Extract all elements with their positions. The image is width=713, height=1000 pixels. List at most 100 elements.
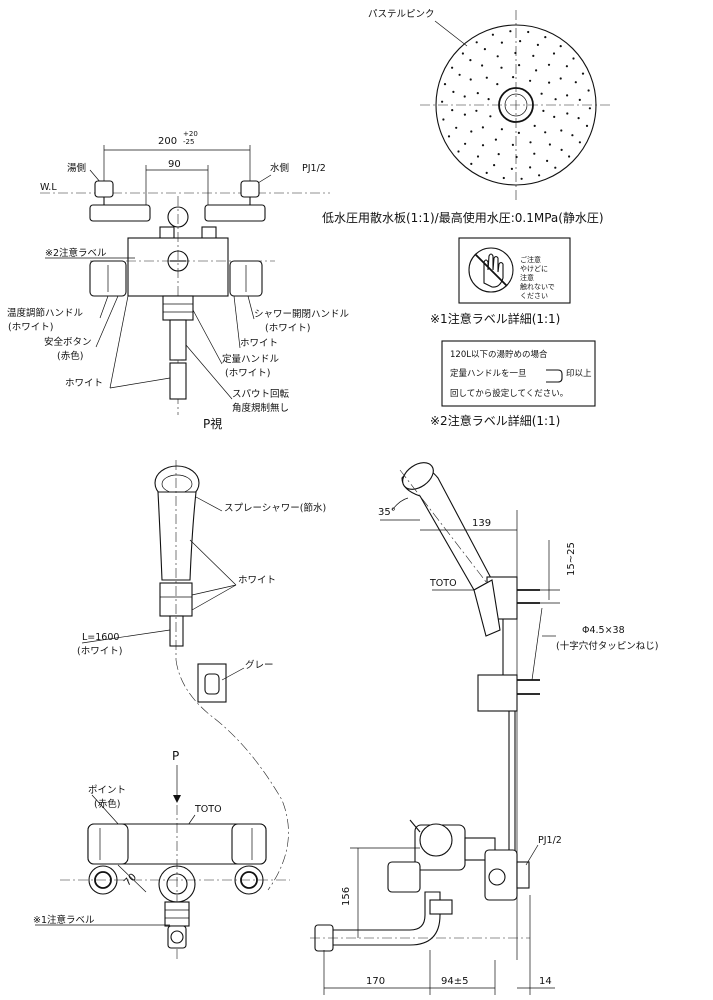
spray-hole [578, 141, 582, 144]
front-spout-base [164, 901, 190, 927]
svg-text:+20: +20 [183, 130, 198, 138]
front-temp-handle [87, 823, 129, 865]
spray-hole [489, 115, 492, 118]
hose-path [175, 659, 289, 891]
side-view: 35° 139 15~25 TOTO Φ4.5×38 (十字穴付タッピンねじ) [310, 462, 658, 995]
spray-plate-caption: 低水圧用散水板(1:1)/最高使用水圧:0.1MPa(静水圧) [322, 210, 604, 225]
spray-hole [568, 155, 571, 158]
white-label: ホワイト [65, 378, 103, 389]
spray-hole [500, 66, 503, 69]
spray-hole [469, 59, 472, 62]
spray-hole [533, 152, 536, 155]
spray-hole [452, 90, 455, 93]
spray-hole [566, 94, 569, 97]
pj-label: PJ1/2 [302, 163, 326, 174]
spray-hole [527, 30, 530, 34]
hot-side-label: 湯側 [67, 162, 86, 174]
spray-hole [511, 76, 515, 79]
dimension-156: 156 [341, 887, 352, 906]
hose-length-label: L=1600 [82, 632, 119, 643]
toto-logo-label: TOTO [429, 578, 457, 589]
grey-holder [197, 663, 227, 703]
cold-elbow-arm [204, 204, 266, 222]
label-1-marker: ※1注意ラベル [33, 914, 95, 926]
spray-hole [552, 52, 556, 55]
spray-hole [554, 166, 557, 169]
spray-hole [581, 72, 585, 75]
dimension-139: 139 [472, 518, 491, 529]
spray-hole [548, 143, 552, 146]
no-touch-icon [468, 247, 514, 293]
spray-hole [536, 43, 540, 47]
angle-35: 35° [378, 507, 396, 518]
spray-hole [572, 57, 575, 60]
spray-hole [487, 98, 490, 101]
spray-hole [458, 73, 461, 76]
point-sublabel: (赤色) [94, 798, 120, 810]
dimension-200: 200 [158, 136, 177, 147]
angle-arc [391, 497, 409, 511]
spray-hole [540, 92, 543, 95]
temperature-handle-label: 温度調節ハンドル [7, 307, 84, 319]
spray-hole [470, 162, 473, 165]
label-2-marker: ※2注意ラベル [45, 247, 107, 259]
spray-hole [529, 166, 532, 169]
spray-hole [441, 100, 444, 103]
spray-hole [559, 45, 562, 48]
screw-spec-label: Φ4.5×38 [582, 625, 625, 636]
label-1-line: ください [520, 292, 548, 300]
spray-hole [585, 124, 589, 127]
spray-hole [451, 109, 454, 112]
caution-label-1: ご注意 やけどに 注意 触れないで ください ※1注意ラベル詳細(1:1) [430, 237, 571, 326]
spout-pipe [169, 319, 187, 361]
spray-hole [514, 51, 517, 55]
spray-hole [548, 81, 551, 84]
spray-hole [542, 109, 545, 112]
dimension-94: 94±5 [441, 976, 468, 987]
lower-holder [477, 674, 518, 712]
water-level-label: W.L [40, 182, 57, 193]
spray-hole [463, 95, 466, 98]
label-2-line: 定量ハンドルを一旦 [450, 368, 527, 379]
label-2-line: 120L以下の湯貯めの場合 [450, 349, 548, 360]
spray-hole [529, 141, 532, 144]
spray-hole [559, 77, 562, 80]
spray-hole [553, 115, 556, 118]
spray-hole [485, 76, 488, 79]
temperature-handle-sublabel: (ホワイト) [8, 322, 53, 333]
spray-hole [491, 33, 494, 36]
label-2-line: 印以上 [566, 368, 592, 379]
spray-hole [496, 83, 499, 86]
side-knob [387, 861, 421, 893]
arrow-mark-icon [546, 369, 563, 383]
label-2-frame [441, 340, 596, 407]
cold-side-label: 水側 [270, 162, 289, 174]
spray-hole [535, 69, 538, 72]
label-1-line: 触れないで [520, 282, 555, 291]
dimension-70: 70 [122, 872, 139, 889]
dimension-170: 170 [366, 976, 385, 987]
spray-hole [511, 143, 514, 146]
front-view: P ポイント (赤色) TOTO 70 ※1注意ラベル [33, 749, 290, 960]
spray-hole [587, 89, 590, 92]
label-1-caption: ※1注意ラベル詳細(1:1) [430, 311, 560, 326]
spray-hole [442, 118, 445, 121]
spray-hole [481, 64, 484, 67]
spray-hole [529, 79, 532, 82]
label-1-line: 注意 [520, 273, 534, 282]
spray-hole [588, 107, 592, 110]
spray-hole [565, 65, 569, 68]
spray-hole [476, 155, 480, 158]
dimension-14: 14 [539, 976, 552, 987]
spray-hole [520, 177, 523, 180]
label-2-caption: ※2注意ラベル詳細(1:1) [430, 413, 560, 428]
spray-hole [496, 55, 499, 58]
spray-hole [451, 66, 454, 69]
spray-hole [461, 52, 464, 55]
quantity-handle-sublabel: (ホワイト) [225, 368, 270, 379]
hand-icon [483, 253, 504, 288]
hose-fitting [169, 615, 184, 647]
spray-hole [546, 159, 549, 162]
hand-shower-view: スプレーシャワー(節水) ホワイト L=1600 (ホワイト) グレー [77, 460, 326, 891]
spray-hole [464, 142, 467, 145]
